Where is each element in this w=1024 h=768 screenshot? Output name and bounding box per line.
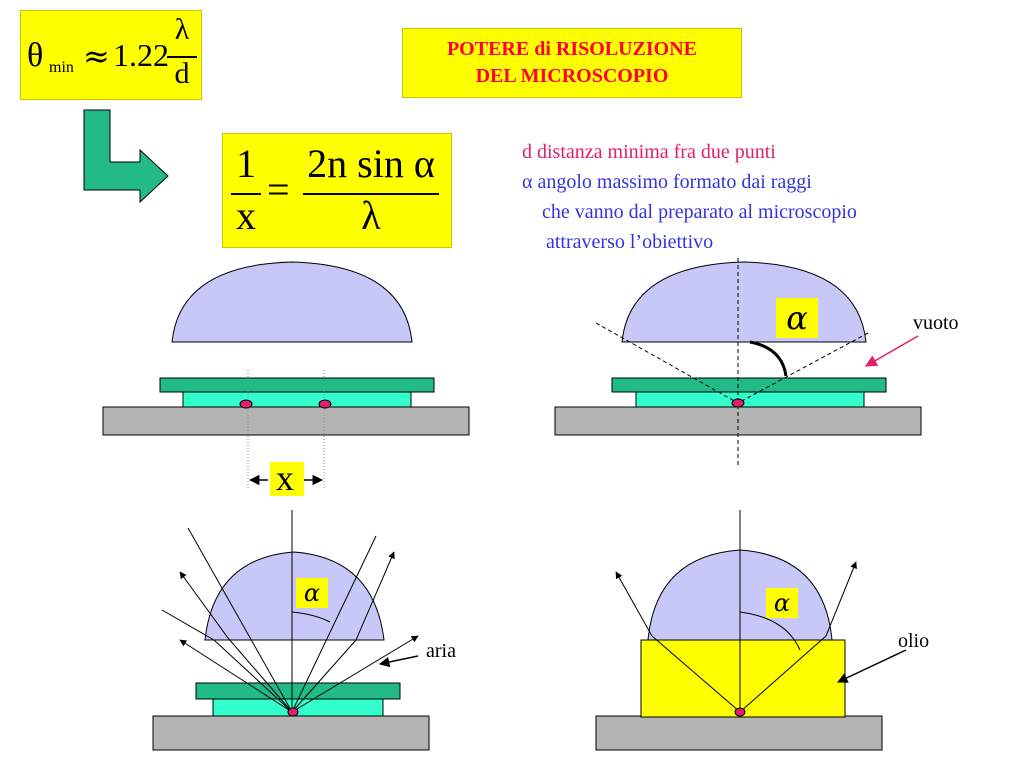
desc-line-3: che vanno dal preparato al microscopio <box>542 201 857 223</box>
objective-lens <box>171 261 413 343</box>
olio-pointer <box>837 649 907 683</box>
label-aria: aria <box>426 640 456 662</box>
label-olio: olio <box>898 630 930 652</box>
formula2-lhs-bar <box>231 193 261 195</box>
formula-resolution: 1 x = 2n sin α λ <box>222 133 452 248</box>
aria-pointer <box>378 655 419 668</box>
alpha-arc <box>749 340 788 377</box>
sample-point-2 <box>318 399 332 409</box>
coverslip <box>182 391 412 408</box>
formula-rayleigh: θ min ≈ 1.22 λ d <box>20 10 202 100</box>
desc-line-d: d distanza minima fra due punti <box>522 141 776 163</box>
formula2-rhs-denominator: λ <box>361 193 381 238</box>
objective-lens-2 <box>621 261 867 343</box>
sample-point-1 <box>239 399 253 409</box>
label-x: x <box>276 458 294 498</box>
stage <box>102 406 470 436</box>
title-line-2: DEL MICROSCOPIO <box>475 65 669 87</box>
desc-line-alpha: α angolo massimo formato dai raggi <box>522 171 812 193</box>
oil-immersion <box>640 639 846 718</box>
label-vuoto: vuoto <box>913 312 959 334</box>
diagram-bottom-right <box>595 510 907 751</box>
coefficient: 1.22 <box>113 37 169 73</box>
title-line-1: POTERE di RISOLUZIONE <box>446 38 698 60</box>
theta-subscript: min <box>49 59 74 76</box>
label-alpha-bottom-right: α <box>773 589 791 617</box>
formula2-rhs-bar <box>303 193 439 195</box>
label-alpha-bottom-left: α <box>303 579 321 607</box>
diagram-bottom-left <box>152 510 430 751</box>
theta-symbol: θ <box>27 37 44 74</box>
formula2-equals: = <box>267 167 290 212</box>
bent-arrow-icon <box>83 109 169 204</box>
slide <box>159 377 435 393</box>
vuoto-pointer <box>864 335 919 367</box>
formula1-denominator: d <box>174 57 190 90</box>
desc-line-4: attraverso l’obiettivo <box>546 231 714 253</box>
formula2-rhs-numerator: 2n sin α <box>307 141 435 186</box>
formula2-lhs-numerator: 1 <box>236 141 256 186</box>
label-alpha-top: α <box>786 299 808 337</box>
formula2-lhs-denominator: x <box>236 193 256 238</box>
formula1-numerator: λ <box>174 13 190 46</box>
objective-lens-3 <box>204 551 385 641</box>
approx-symbol: ≈ <box>83 37 110 75</box>
diagram-top-left <box>102 261 470 496</box>
diagram-top-right <box>554 258 922 468</box>
slide-title: POTERE di RISOLUZIONE DEL MICROSCOPIO <box>402 28 742 98</box>
formula1-fraction-bar <box>167 56 197 58</box>
